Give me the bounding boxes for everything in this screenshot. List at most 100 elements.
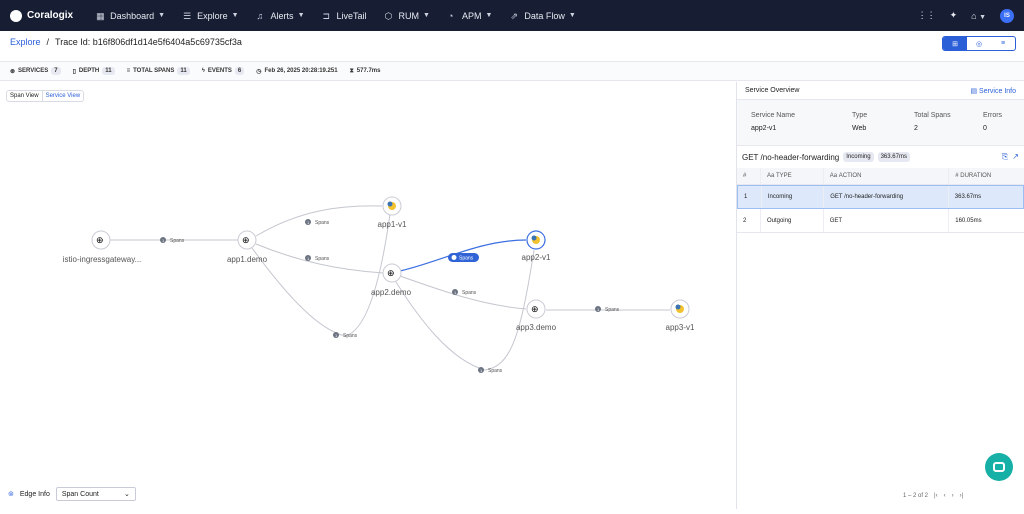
svg-text:1: 1 xyxy=(480,368,483,373)
edge-app1demo-app2demo[interactable] xyxy=(255,243,384,274)
node-app1-demo[interactable]: ⊕ app1.demo xyxy=(227,230,268,264)
svg-text:app3.demo: app3.demo xyxy=(516,323,557,332)
node-app1-v1[interactable]: app1-v1 xyxy=(378,196,407,229)
breadcrumb: Explore / Trace Id: b16f806df1d14e5f6404… xyxy=(10,37,242,47)
graph-view-button[interactable]: ⊞ xyxy=(943,37,967,50)
logo-icon xyxy=(10,9,22,22)
node-app3-demo[interactable]: ⊕ app3.demo xyxy=(516,299,557,332)
node-app2-v1[interactable]: app2-v1 xyxy=(522,230,551,262)
livetail-icon: ⊐ xyxy=(322,10,331,21)
text-type-icon: Aa xyxy=(829,173,839,179)
chevron-down-icon: ▼ xyxy=(568,12,576,19)
svg-text:1: 1 xyxy=(454,290,457,295)
service-info-link[interactable]: ▤ Service Info xyxy=(970,87,1016,95)
globe-icon: ⊕ xyxy=(531,304,539,314)
edge-app2demo-app3demo[interactable] xyxy=(399,275,527,310)
gauge-icon: ◔ xyxy=(447,10,454,21)
services-icon: ⊛ xyxy=(10,68,16,75)
chat-button[interactable] xyxy=(985,453,1013,481)
globe-icon: ⊕ xyxy=(96,235,104,245)
user-menu-icon[interactable]: ⌂ ▼ xyxy=(971,10,986,21)
nav-rum[interactable]: ⬡RUM▼ xyxy=(384,10,430,21)
edge-app1demo-app1v1[interactable] xyxy=(255,205,383,237)
svg-text:Spans: Spans xyxy=(488,368,503,374)
edge-label-selected[interactable]: Spans xyxy=(448,253,479,262)
apps-grid-icon[interactable]: ⋮⋮ xyxy=(917,10,936,20)
node-app3-v1[interactable]: app3-v1 xyxy=(666,299,695,332)
nav-alerts[interactable]: ♫Alerts▼ xyxy=(256,10,305,21)
dataflow-icon: ⇗ xyxy=(510,10,518,21)
first-page-icon[interactable]: |‹ xyxy=(934,493,938,499)
service-summary: Service Name Type Total Spans Errors app… xyxy=(737,100,1024,146)
target-icon: ⊚ xyxy=(8,491,14,498)
table-header: # Aa TYPE Aa ACTION # DURATION xyxy=(737,168,1024,185)
coralogix-logo[interactable]: Coralogix xyxy=(10,9,73,22)
node-app2-demo[interactable]: ⊕ app2.demo xyxy=(371,263,412,297)
bell-icon: ♫ xyxy=(256,10,264,21)
nav-dashboard[interactable]: ▦Dashboard▼ xyxy=(96,10,166,21)
edge-app2demo-app3demo-2[interactable] xyxy=(395,249,535,371)
span-view-tab[interactable]: Span View xyxy=(10,93,39,99)
clock-icon: ◷ xyxy=(256,68,262,75)
dashboard-icon: ▦ xyxy=(96,10,105,21)
view-toggle: Span View Service View xyxy=(6,90,85,102)
svg-text:app1.demo: app1.demo xyxy=(227,255,268,264)
svg-text:1: 1 xyxy=(597,307,600,312)
prev-page-icon[interactable]: ‹ xyxy=(943,493,946,499)
last-page-icon[interactable]: ›| xyxy=(959,493,964,499)
svg-text:Spans: Spans xyxy=(315,220,330,226)
edge-label[interactable]: 1 Spans xyxy=(478,367,503,374)
edge-info-select[interactable]: Span Count⌄ xyxy=(55,487,136,501)
edge-app2demo-app2v1[interactable] xyxy=(399,239,527,272)
globe-icon: ⊕ xyxy=(242,235,250,245)
chevron-down-icon: ▼ xyxy=(485,12,493,19)
spans-table: # Aa TYPE Aa ACTION # DURATION 1 Incomin… xyxy=(737,168,1024,233)
nav-apm[interactable]: ◔APM▼ xyxy=(447,10,493,21)
panel-title: Service Overview xyxy=(745,87,800,94)
svg-text:app3-v1: app3-v1 xyxy=(666,323,695,332)
next-page-icon[interactable]: › xyxy=(951,493,954,499)
map-view-button[interactable]: ◎ xyxy=(975,40,983,48)
service-view-tab[interactable]: Service View xyxy=(41,91,84,101)
svg-text:app2.demo: app2.demo xyxy=(371,288,412,297)
sparkle-icon[interactable]: ✦ xyxy=(949,10,958,20)
direction-badge: Incoming xyxy=(843,152,874,162)
nav-dataflow[interactable]: ⇗Data Flow▼ xyxy=(510,10,576,21)
chevron-down-icon: ▼ xyxy=(158,12,166,19)
node-istio-ingressgateway[interactable]: ⊕ istio-ingressgateway... xyxy=(63,230,142,264)
list-view-button[interactable]: ≡ xyxy=(1000,40,1006,47)
stat-duration: ⧗577.7ms xyxy=(349,67,381,75)
table-row[interactable]: 1 Incoming GET /no-header-forwarding 363… xyxy=(737,185,1024,209)
svg-text:istio-ingressgateway...: istio-ingressgateway... xyxy=(63,255,142,264)
share-icon[interactable]: ↗ xyxy=(1012,152,1019,161)
svg-text:app1-v1: app1-v1 xyxy=(378,220,407,229)
nav-explore[interactable]: ☰Explore▼ xyxy=(183,10,239,21)
table-row[interactable]: 2 Outgoing GET 160.05ms xyxy=(737,209,1024,233)
svg-text:Spans: Spans xyxy=(170,238,185,244)
export-icon[interactable]: ⎘ xyxy=(1001,152,1009,161)
timer-icon: ⧗ xyxy=(349,67,354,74)
events-icon: ϟ xyxy=(201,68,205,74)
svg-text:1: 1 xyxy=(307,256,310,261)
edge-app1demo-app2demo-2[interactable] xyxy=(251,213,391,337)
edge-label[interactable]: 1 Spans xyxy=(305,255,330,262)
avatar[interactable]: IS xyxy=(1000,8,1014,23)
spans-icon: ≡ xyxy=(126,68,131,74)
view-switcher: ⊞ ◎ ≡ xyxy=(942,36,1016,51)
breadcrumb-explore[interactable]: Explore xyxy=(10,37,41,47)
svg-text:Spans: Spans xyxy=(315,256,330,262)
edge-info: ⊚ Edge Info Span Count⌄ xyxy=(8,487,136,501)
nav-livetail[interactable]: ⊐LiveTail xyxy=(322,10,367,21)
